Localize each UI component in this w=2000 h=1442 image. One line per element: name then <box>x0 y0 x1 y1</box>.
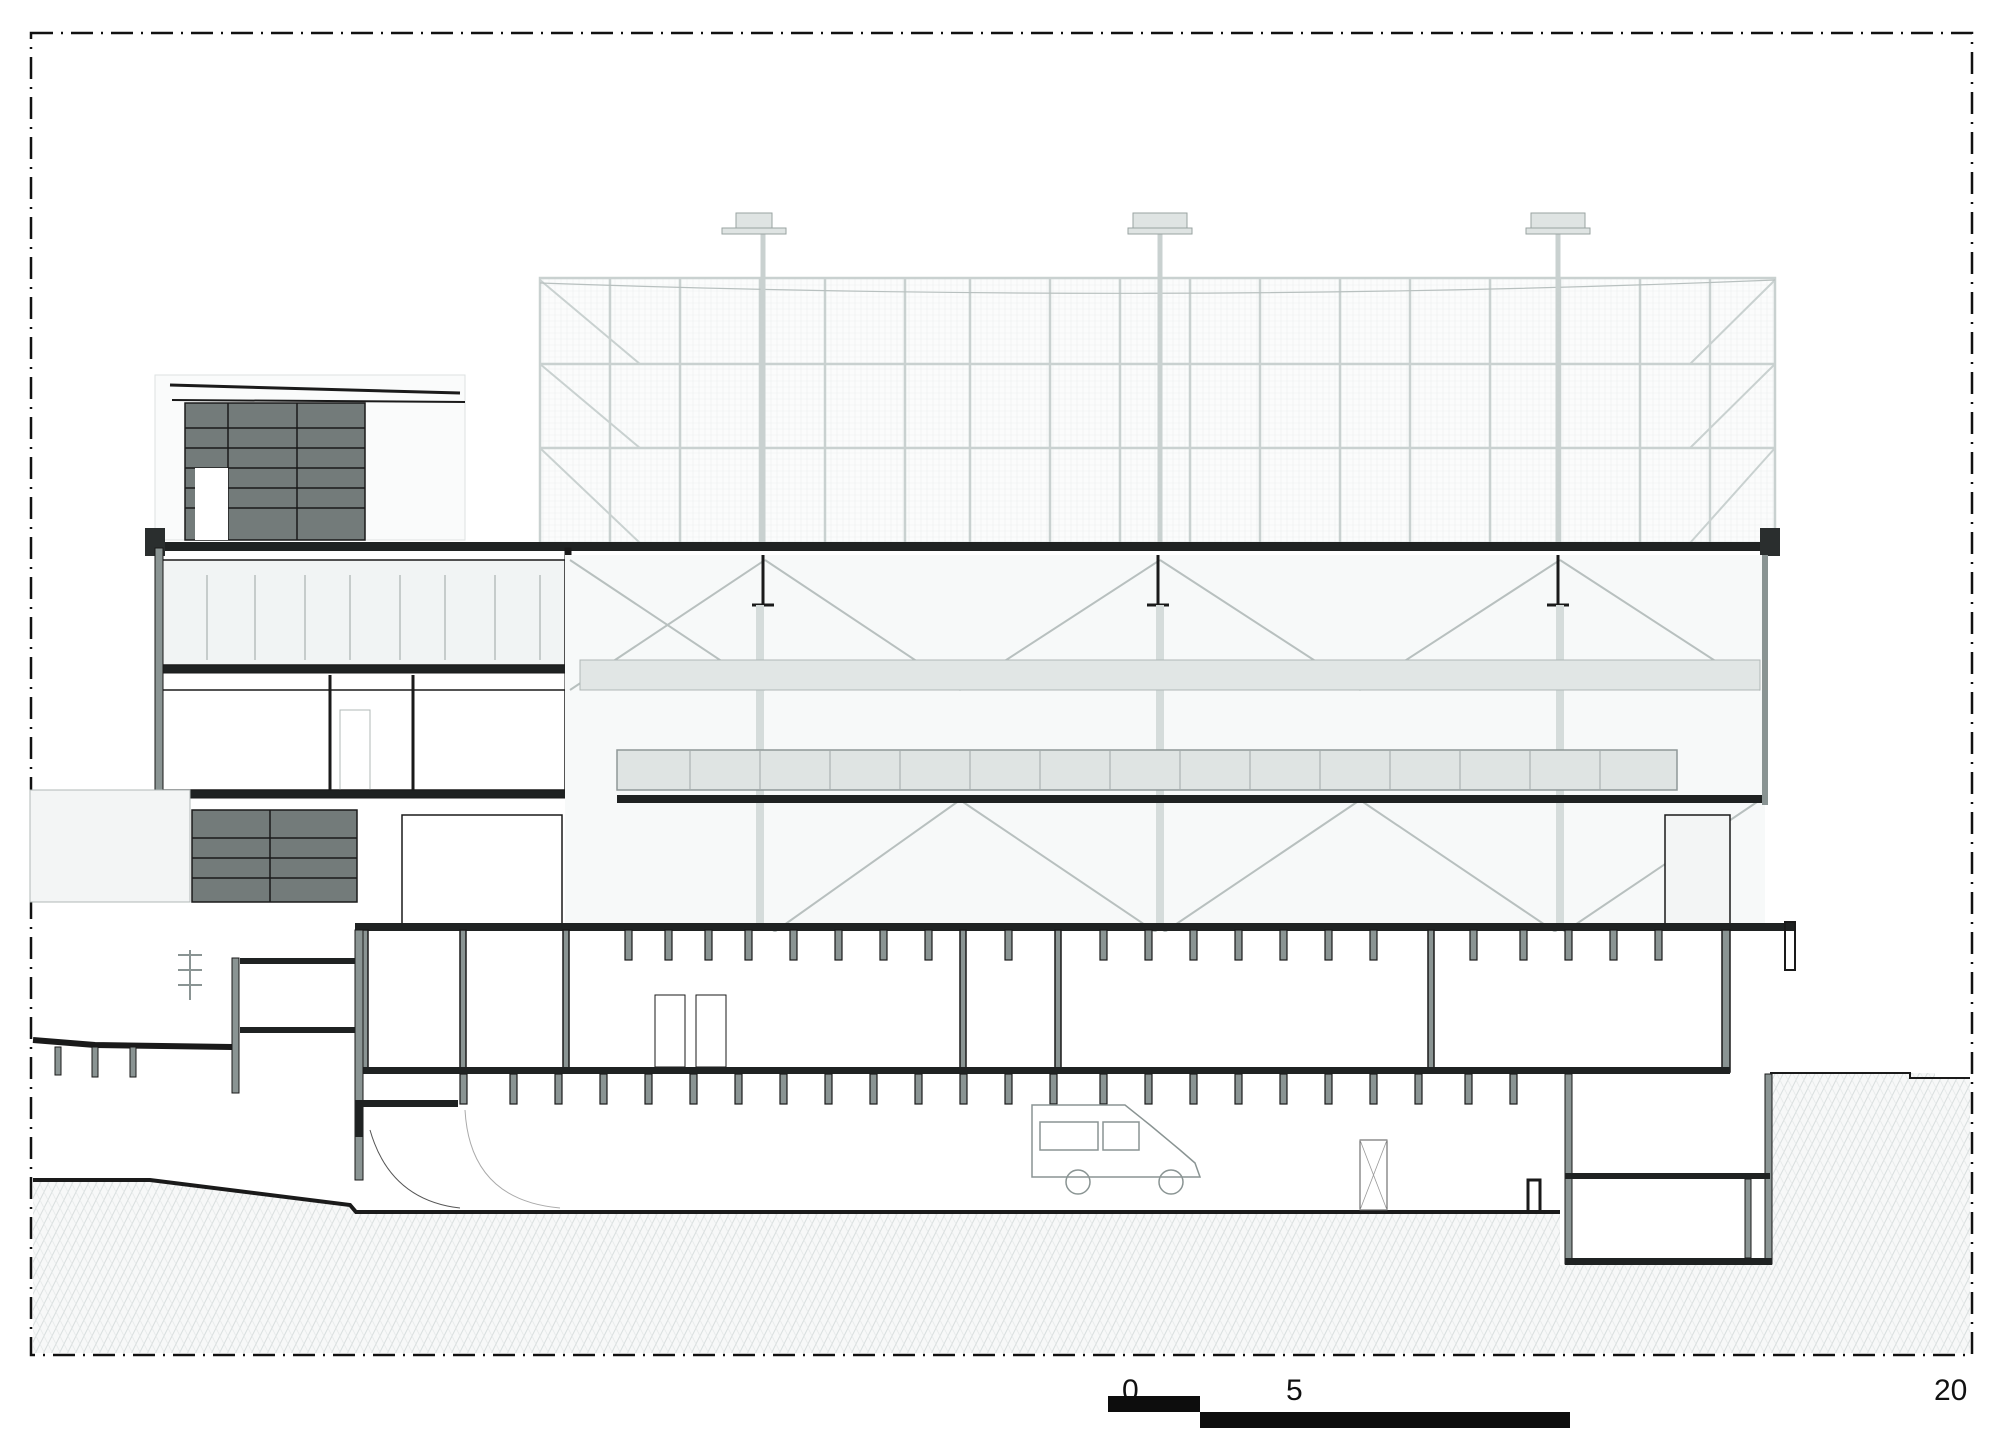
drawing-frame <box>29 31 1974 1357</box>
floodlight <box>1525 212 1591 543</box>
ground-slab <box>355 923 1795 931</box>
basement-level-1 <box>355 929 1785 1074</box>
office-block <box>154 547 611 799</box>
roof-slab <box>155 542 1780 551</box>
lower-cladding <box>29 789 563 926</box>
floodlight <box>721 212 787 543</box>
left-substructure <box>32 929 561 1209</box>
scale-label-5: 5 <box>1286 1374 1303 1407</box>
scale-segment-0-5 <box>1108 1396 1200 1412</box>
scale-label-20: 20 <box>1934 1374 1968 1407</box>
door <box>1359 1139 1388 1211</box>
rooftop-pavilion <box>154 374 466 541</box>
basement-level-2 <box>459 1073 1773 1265</box>
soil-hatch <box>33 1072 1970 1353</box>
sports-hall <box>565 555 1768 936</box>
van-icon <box>1031 1104 1202 1195</box>
floodlight <box>1127 212 1193 543</box>
scale-segment-5-20 <box>1200 1412 1570 1428</box>
